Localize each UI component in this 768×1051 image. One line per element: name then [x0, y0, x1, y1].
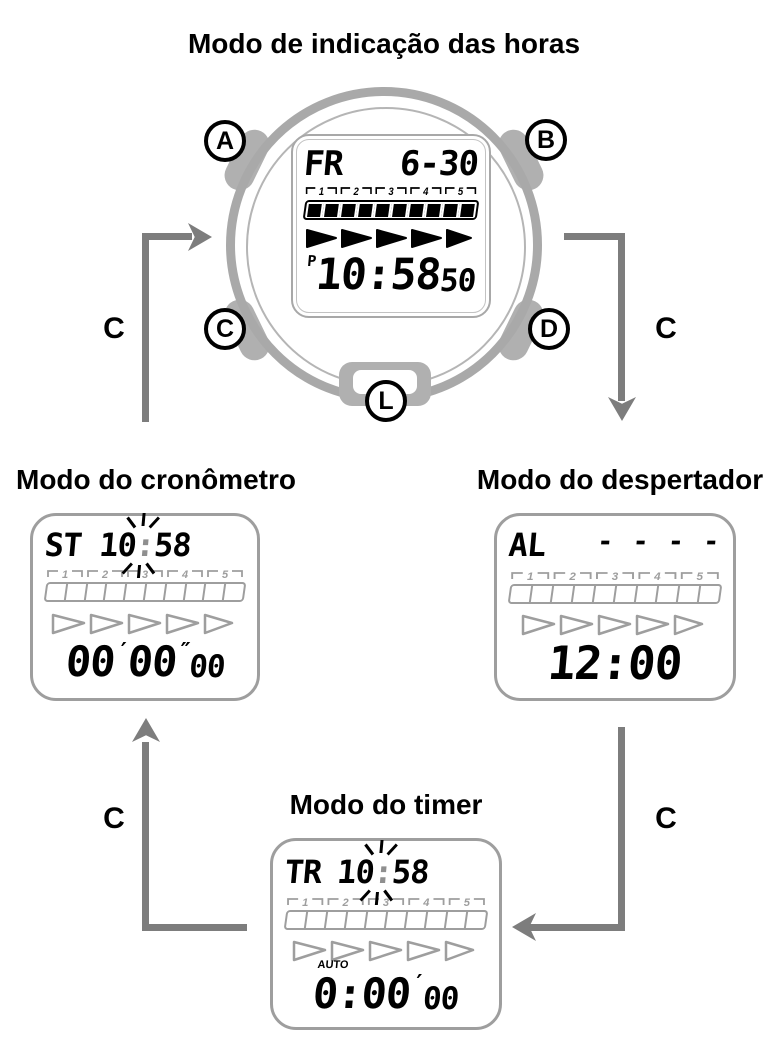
timer-mode-title: Modo do timer — [289, 789, 483, 820]
button-letter-a: A — [215, 126, 235, 155]
timer-sec: 00 — [421, 981, 460, 1017]
segment-scale-gray: 1 2 3 4 5 — [511, 571, 719, 583]
stopwatch-mode-title: Modo do cronômetro — [16, 464, 296, 495]
arrow-label-c-lower-right: C — [655, 802, 677, 835]
stopwatch-display: ST 10:58 1 2 3 4 5 — [30, 513, 260, 701]
current-time: 10:58 — [313, 250, 443, 300]
segment-bar-empty — [43, 582, 247, 602]
svg-text:4: 4 — [422, 897, 429, 909]
button-label-l: L — [365, 380, 407, 422]
flashing-colon: : — [121, 513, 161, 578]
page-title: Modo de indicação das horas — [187, 28, 581, 59]
segment-scale-gray: 1 2 3 4 5 — [47, 569, 243, 581]
arrow-stopwatch-to-timekeeping-line-v — [142, 236, 149, 422]
svg-text:1: 1 — [527, 571, 533, 583]
button-letter-l: L — [378, 386, 394, 415]
arrow-label-c-upper-right: C — [655, 312, 677, 345]
svg-text:3: 3 — [142, 569, 148, 581]
alarm-mode-indicator: AL — [507, 526, 548, 564]
stopwatch-colon: : — [134, 526, 156, 564]
pm-indicator: P — [306, 252, 317, 270]
stopwatch-digits: 00 ′ 00 ″ 00 — [63, 637, 227, 686]
svg-text:5: 5 — [222, 569, 229, 581]
arrow-timekeeping-to-alarm-line-v — [618, 233, 625, 401]
button-label-c: C — [204, 308, 246, 350]
svg-text:5: 5 — [458, 186, 464, 198]
arrow-alarm-to-timer-line-v — [618, 727, 625, 931]
button-letter-d: D — [539, 314, 559, 343]
button-label-b: B — [525, 119, 567, 161]
lap-triangles-outline — [51, 613, 234, 635]
arrow-up-icon — [132, 718, 160, 742]
stopwatch-mode-indicator: ST — [43, 526, 84, 564]
svg-text:1: 1 — [302, 897, 308, 909]
svg-text:3: 3 — [383, 897, 390, 909]
current-seconds: 50 — [438, 263, 477, 299]
alarm-time: 12:00 — [545, 636, 685, 690]
timer-main: 0:00 — [311, 969, 413, 1018]
button-letter-b: B — [536, 125, 556, 154]
alarm-unset-dashes: - - - - — [596, 527, 723, 557]
lap-triangles-filled — [306, 229, 472, 248]
arrow-timer-to-stopwatch-line-h — [142, 924, 247, 931]
lap-triangles-outline — [292, 940, 475, 962]
arrow-timekeeping-to-alarm-line-h — [564, 233, 622, 240]
timer-hours: 10 — [335, 853, 376, 891]
button-label-d: D — [528, 308, 570, 350]
arrow-timer-to-stopwatch-line-v — [142, 742, 149, 928]
flashing-colon: : — [359, 840, 398, 905]
svg-text:5: 5 — [697, 571, 704, 583]
time-row: P 10:58 50 — [304, 250, 478, 300]
arrow-label-c-upper-left: C — [103, 312, 125, 345]
stopwatch-top-row: ST 10:58 — [43, 513, 246, 578]
stopwatch-hours: 10 — [97, 526, 138, 564]
arrow-label-c-lower-left: C — [103, 802, 125, 835]
svg-text:3: 3 — [612, 571, 619, 583]
svg-text:3: 3 — [388, 186, 394, 198]
alarm-top-row: AL - - - - — [503, 525, 726, 564]
svg-text:1: 1 — [319, 186, 325, 198]
segment-scale-black: 1 2 3 4 5 — [305, 186, 477, 198]
auto-repeat-indicator: AUTO — [317, 959, 350, 971]
stopwatch-hold-time: 10:58 — [97, 513, 193, 578]
date-value: 6-30 — [398, 144, 480, 184]
timekeeping-display: FR 6-30 1 2 3 4 5 — [291, 134, 491, 318]
svg-text:4: 4 — [422, 186, 428, 198]
arrow-alarm-to-timer-line-h — [520, 924, 622, 931]
alarm-display: AL - - - - 1 2 3 4 5 12:00 — [494, 513, 736, 701]
lap-triangles-outline — [521, 614, 704, 636]
segment-bar-empty — [507, 584, 723, 604]
timer-top-row: TR 10:58 — [283, 840, 488, 905]
button-label-a: A — [204, 120, 246, 162]
timer-colon: : — [372, 853, 394, 891]
stopwatch-hundredths: 00 — [187, 649, 226, 685]
timer-hold-time: 10:58 — [335, 840, 431, 905]
arrow-stopwatch-to-timekeeping-line-h — [142, 233, 192, 240]
segment-bar-filled — [302, 200, 480, 220]
stopwatch-minutes: 58 — [152, 526, 193, 564]
svg-text:2: 2 — [568, 571, 576, 583]
button-letter-c: C — [215, 314, 235, 343]
segment-scale-gray: 1 2 3 4 5 — [287, 897, 485, 909]
segment-bar-empty — [283, 910, 489, 930]
svg-text:2: 2 — [342, 897, 350, 909]
svg-text:4: 4 — [181, 569, 188, 581]
svg-text:5: 5 — [464, 897, 471, 909]
stopwatch-min: 00 — [63, 637, 117, 686]
alarm-mode-title: Modo do despertador — [476, 464, 764, 495]
day-date-row: FR 6-30 — [299, 144, 482, 184]
timer-minutes: 58 — [390, 853, 431, 891]
svg-text:2: 2 — [101, 569, 108, 581]
svg-text:2: 2 — [353, 186, 359, 198]
timer-digits: AUTO 0:00 ′ 00 — [311, 959, 460, 1018]
svg-text:1: 1 — [62, 569, 68, 581]
stopwatch-sec: 00 — [125, 637, 179, 686]
timekeeping-display-inner: FR 6-30 1 2 3 4 5 — [296, 139, 486, 313]
day-of-week: FR — [302, 144, 345, 184]
svg-text:4: 4 — [653, 571, 661, 583]
timer-display: TR 10:58 1 2 3 4 5 — [270, 838, 502, 1030]
timer-mode-indicator: TR — [283, 853, 323, 891]
